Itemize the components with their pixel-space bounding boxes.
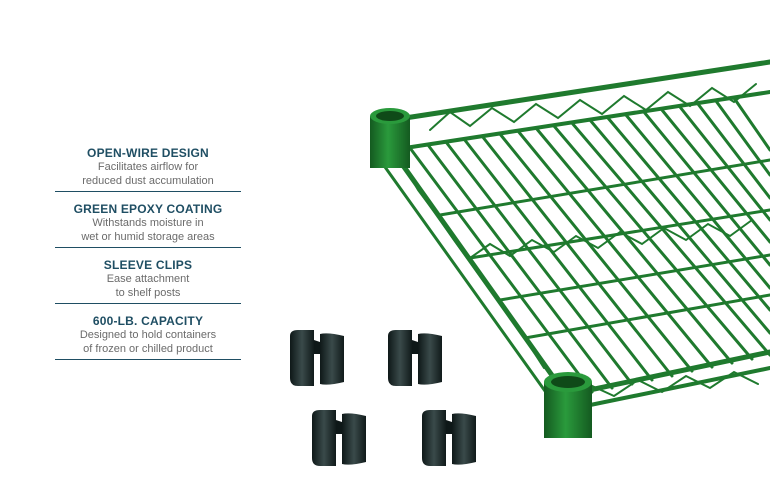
shelf-corner-post-back [370, 108, 410, 168]
feature-desc-line2: wet or humid storage areas [81, 231, 215, 243]
feature-desc-line2: to shelf posts [115, 287, 181, 299]
wire-shelf-image [378, 59, 770, 412]
feature-title: GREEN EPOXY COATING [73, 202, 223, 216]
feature-list: OPEN-WIRE DESIGN Facilitates airflow for… [55, 146, 241, 370]
feature-title: OPEN-WIRE DESIGN [87, 146, 209, 160]
sleeve-clip-image [290, 330, 476, 466]
feature-desc-line1: Ease attachment [106, 273, 190, 285]
feature-desc-line1: Withstands moisture in [92, 217, 204, 229]
feature-title: 600-LB. CAPACITY [92, 314, 204, 328]
feature-capacity: 600-LB. CAPACITY Designed to hold contai… [55, 314, 241, 360]
feature-title: SLEEVE CLIPS [103, 258, 193, 272]
feature-desc-line2: of frozen or chilled product [83, 343, 213, 355]
feature-open-wire: OPEN-WIRE DESIGN Facilitates airflow for… [55, 146, 241, 192]
feature-sleeve-clips: SLEEVE CLIPS Ease attachment to shelf po… [55, 258, 241, 304]
feature-desc-line1: Facilitates airflow for [97, 161, 199, 173]
feature-desc-line2: reduced dust accumulation [82, 175, 214, 187]
feature-desc-line1: Designed to hold containers [79, 329, 217, 341]
feature-epoxy-coating: GREEN EPOXY COATING Withstands moisture … [55, 202, 241, 248]
shelf-corner-post-front [544, 372, 592, 438]
